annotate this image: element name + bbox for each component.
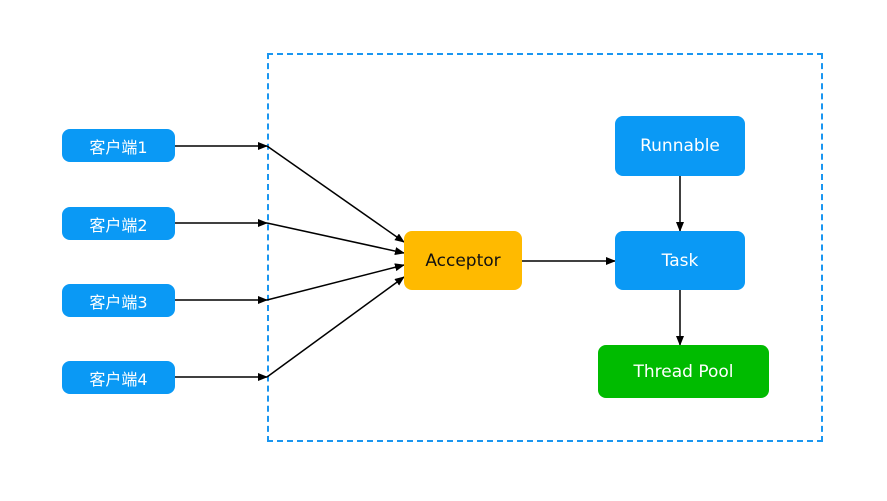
runnable-label: Runnable bbox=[640, 136, 720, 156]
acceptor-node: Acceptor bbox=[404, 231, 522, 290]
client-node-4: 客户端4 bbox=[62, 361, 175, 394]
arrow-client1-to-acceptor bbox=[266, 145, 405, 243]
thread-pool-label: Thread Pool bbox=[633, 361, 734, 382]
client-label: 客户端4 bbox=[89, 369, 148, 389]
client-node-3: 客户端3 bbox=[62, 284, 175, 317]
client-label: 客户端1 bbox=[89, 137, 148, 157]
arrow-client3-to-acceptor bbox=[266, 263, 405, 301]
acceptor-label: Acceptor bbox=[425, 250, 501, 271]
client-label: 客户端3 bbox=[89, 292, 148, 312]
task-label: Task bbox=[661, 250, 699, 271]
client-label: 客户端2 bbox=[89, 215, 148, 235]
server-boundary bbox=[267, 53, 823, 442]
arrow-client4-to-acceptor bbox=[266, 276, 405, 378]
arrow-client2-to-acceptor bbox=[266, 222, 405, 255]
client-node-2: 客户端2 bbox=[62, 207, 175, 240]
thread-pool-node: Thread Pool bbox=[598, 345, 769, 398]
client-node-1: 客户端1 bbox=[62, 129, 175, 162]
runnable-node: Runnable bbox=[615, 116, 745, 176]
task-node: Task bbox=[615, 231, 745, 290]
